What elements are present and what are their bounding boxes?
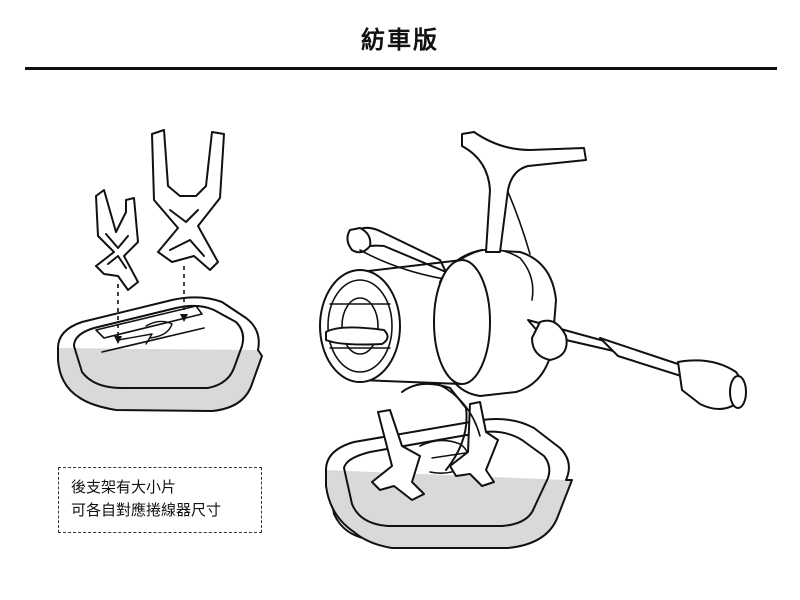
guide-arrowheads <box>114 314 188 344</box>
stand-base <box>57 296 263 412</box>
assembled-supports <box>371 401 499 501</box>
large-rear-support <box>151 129 225 271</box>
assembled-stand-base <box>325 418 573 549</box>
title-divider <box>25 67 777 70</box>
reel-handle <box>527 319 747 410</box>
reel-rotor <box>401 382 481 471</box>
bail-arm <box>346 226 451 281</box>
page-title: 紡車版 <box>361 26 439 54</box>
size-note-line-2: 可各自對應捲線器尺寸 <box>71 501 222 519</box>
reel-spool <box>319 259 491 385</box>
assembly-guides <box>117 266 185 340</box>
small-rear-support <box>95 189 139 291</box>
size-note-line-1: 後支架有大小片 <box>71 478 177 496</box>
size-note-box: 後支架有大小片 可各自對應捲線器尺寸 <box>58 467 262 533</box>
reel-foot <box>461 131 587 255</box>
